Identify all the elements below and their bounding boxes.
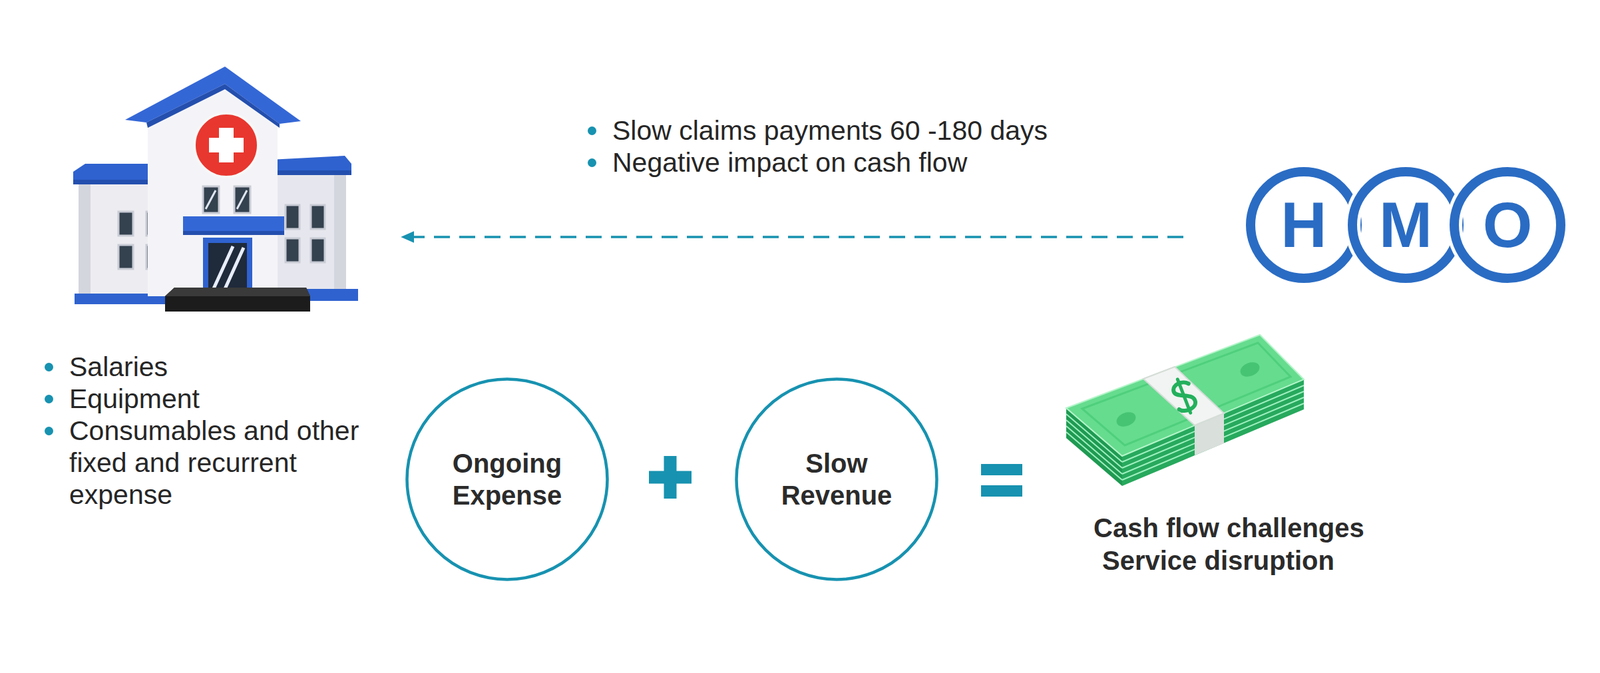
expense-item: Equipment [69, 382, 386, 415]
expense-item: Salaries [69, 350, 386, 383]
plus-sign-part [664, 455, 677, 499]
circle-border [407, 379, 608, 580]
hospital-illustration-part [118, 244, 134, 269]
circle-border [736, 379, 938, 580]
hospital-illustration-part [165, 287, 311, 312]
dashed-arrow [403, 235, 1184, 239]
logo-letter: H [1253, 193, 1356, 257]
logo-ring [1454, 171, 1561, 279]
outcome-text: Cash flow challenges [1093, 511, 1382, 545]
hospital-illustration-part [205, 190, 216, 209]
logo-ring [1352, 171, 1459, 279]
expense-item: Consumables and other fixed and recurren… [69, 414, 386, 511]
equals-sign [981, 463, 1023, 497]
hospital-illustration-part [285, 204, 300, 229]
circle-label: Slow Revenue [760, 447, 914, 512]
hospital-illustration-part [285, 238, 300, 263]
hospital-illustration-part [183, 216, 285, 233]
money-illustration-part [1237, 359, 1262, 379]
hospital-illustration-part [194, 113, 259, 178]
hmo-logo: HMO [1183, 165, 1570, 285]
hospital-illustration-part [310, 204, 325, 229]
label-layer: Slow claims payments 60 -180 daysNegativ… [612, 114, 1048, 179]
logo-letter: O [1456, 193, 1559, 257]
hospital-illustration-part [118, 211, 134, 236]
money-illustration-part [1066, 334, 1304, 456]
money-illustration-part [1082, 342, 1291, 446]
logo-ring [1250, 171, 1358, 279]
hospital-illustration-part [202, 186, 219, 213]
hospital-illustration-part [208, 137, 244, 153]
hospital-illustration-part [234, 186, 251, 213]
concept-circle: Ongoing Expense [405, 377, 609, 582]
hospital-illustration-part [334, 167, 347, 295]
hospital-illustration-part [310, 238, 325, 263]
hospital-illustration-part [183, 230, 285, 235]
money-illustration-part [1168, 376, 1199, 416]
hospital-illustration-part [269, 155, 352, 175]
ring-gap [1250, 171, 1358, 279]
hospital-illustration-part [165, 287, 311, 297]
circle-outline [405, 377, 609, 582]
ring-gap [1352, 171, 1459, 279]
money-illustration-part [1114, 409, 1138, 429]
hospital-illustration-part [236, 190, 247, 209]
money-illustration [1066, 334, 1304, 486]
equals-sign-part [981, 485, 1023, 497]
hospital-illustration [73, 66, 359, 312]
plus-sign [648, 455, 692, 499]
equals-sign-part [981, 463, 1023, 476]
outcome-node: Cash flow challengesService disruption [1061, 326, 1382, 578]
circle-outline [734, 377, 939, 582]
hospital-illustration-part [211, 246, 233, 293]
claim-note: Negative impact on cash flow [612, 146, 1048, 179]
money-illustration-part-part [1177, 379, 1191, 413]
logo-letter: M [1355, 193, 1457, 257]
claim-note: Slow claims payments 60 -180 days [612, 114, 1048, 147]
concept-circle: Slow Revenue [734, 377, 939, 582]
outcome-text: Service disruption [1102, 544, 1382, 578]
hospital-illustration-part [269, 170, 352, 176]
money-illustration-part [1143, 366, 1224, 426]
ring-gap [1454, 171, 1561, 279]
hospital-illustration-part [78, 178, 91, 300]
hospital-node: SalariesEquipmentConsumables and other f… [39, 63, 404, 511]
circle-label: Ongoing Expense [430, 447, 584, 512]
